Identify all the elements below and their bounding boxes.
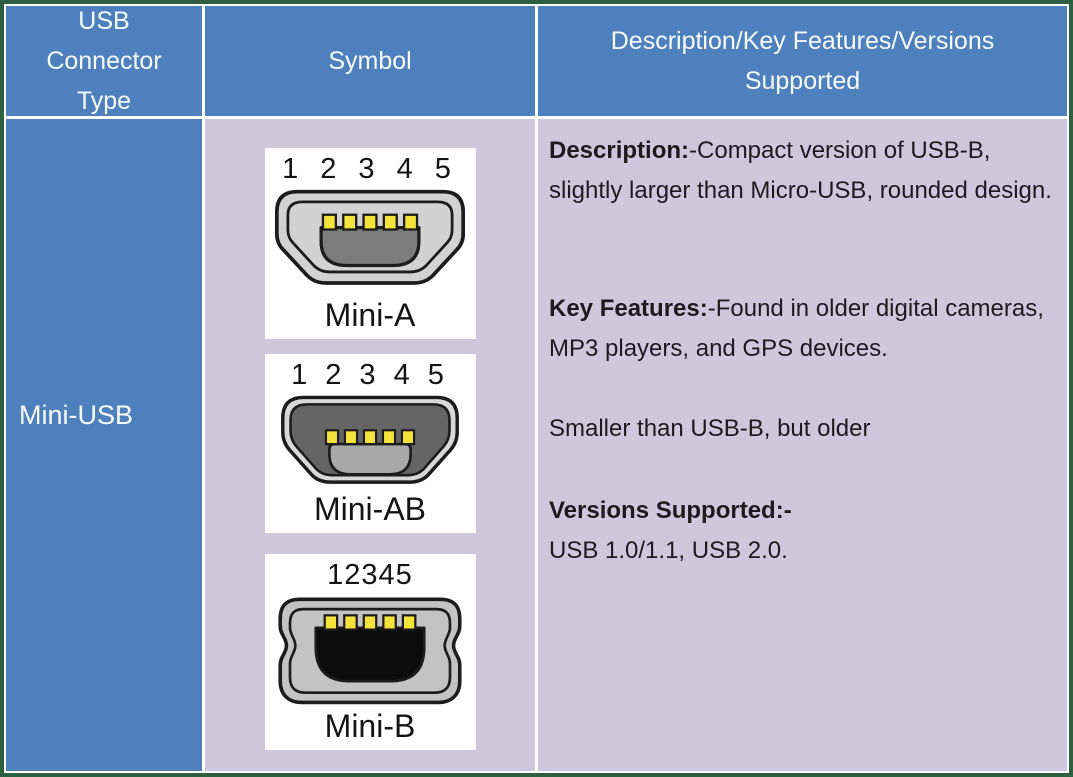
header-description: Description/Key Features/Versions Suppor…	[538, 6, 1067, 116]
comparison-paragraph: Smaller than USB-B, but older	[549, 409, 1053, 449]
header-label: Description/Key Features/Versions Suppor…	[610, 27, 995, 95]
header-label: Symbol	[328, 47, 412, 75]
header-label: USB Connector Type	[46, 7, 162, 115]
versions-supported-label: Versions Supported:-	[549, 497, 792, 524]
key-features-label: Key Features:	[549, 295, 708, 322]
mini-a-panel: 1 2 3 4 5 Mini-A	[264, 148, 476, 339]
header-symbol: Symbol	[205, 6, 535, 116]
mini-a-pin-numbers: 1 2 3 4 5	[282, 153, 458, 185]
key-features-text: -Found in older digital cameras, MP3 pla…	[549, 295, 1044, 362]
connector-type-label: Mini-USB	[19, 399, 134, 430]
mini-ab-label: Mini-AB	[313, 491, 426, 527]
description-label: Description:	[549, 137, 690, 164]
mini-b-connector-icon	[278, 597, 462, 705]
mini-a-connector-icon	[274, 189, 466, 285]
mini-ab-connector-icon	[281, 395, 459, 484]
description-text: -Compact version of USB-B, slightly larg…	[549, 137, 1052, 204]
description-paragraph: Description:-Compact version of USB-B, s…	[549, 131, 1053, 211]
comparison-text: Smaller than USB-B, but older	[549, 415, 871, 442]
cell-connector-type: Mini-USB	[6, 119, 202, 771]
usb-connector-table: USB Connector Type Symbol Description/Ke…	[6, 6, 1067, 771]
mini-ab-panel: 1 2 3 4 5 Mini-AB	[264, 354, 476, 533]
versions-supported-paragraph: USB 1.0/1.1, USB 2.0.	[549, 531, 1053, 571]
key-features-paragraph: Key Features:-Found in older digital cam…	[549, 289, 1053, 369]
mini-b-panel: 12345 Mini-B	[264, 554, 476, 750]
header-usb-connector-type: USB Connector Type	[6, 6, 202, 116]
mini-ab-pin-numbers: 1 2 3 4 5	[291, 359, 449, 391]
versions-supported-label-paragraph: Versions Supported:-	[549, 491, 1053, 531]
versions-supported-text: USB 1.0/1.1, USB 2.0.	[549, 537, 788, 564]
mini-b-label: Mini-B	[324, 708, 416, 744]
cell-description: Description:-Compact version of USB-B, s…	[538, 119, 1067, 771]
mini-a-label: Mini-A	[324, 297, 416, 333]
cell-symbols: 1 2 3 4 5 Mini-A 1 2 3 4	[205, 119, 535, 771]
mini-b-pin-numbers: 12345	[327, 559, 413, 591]
